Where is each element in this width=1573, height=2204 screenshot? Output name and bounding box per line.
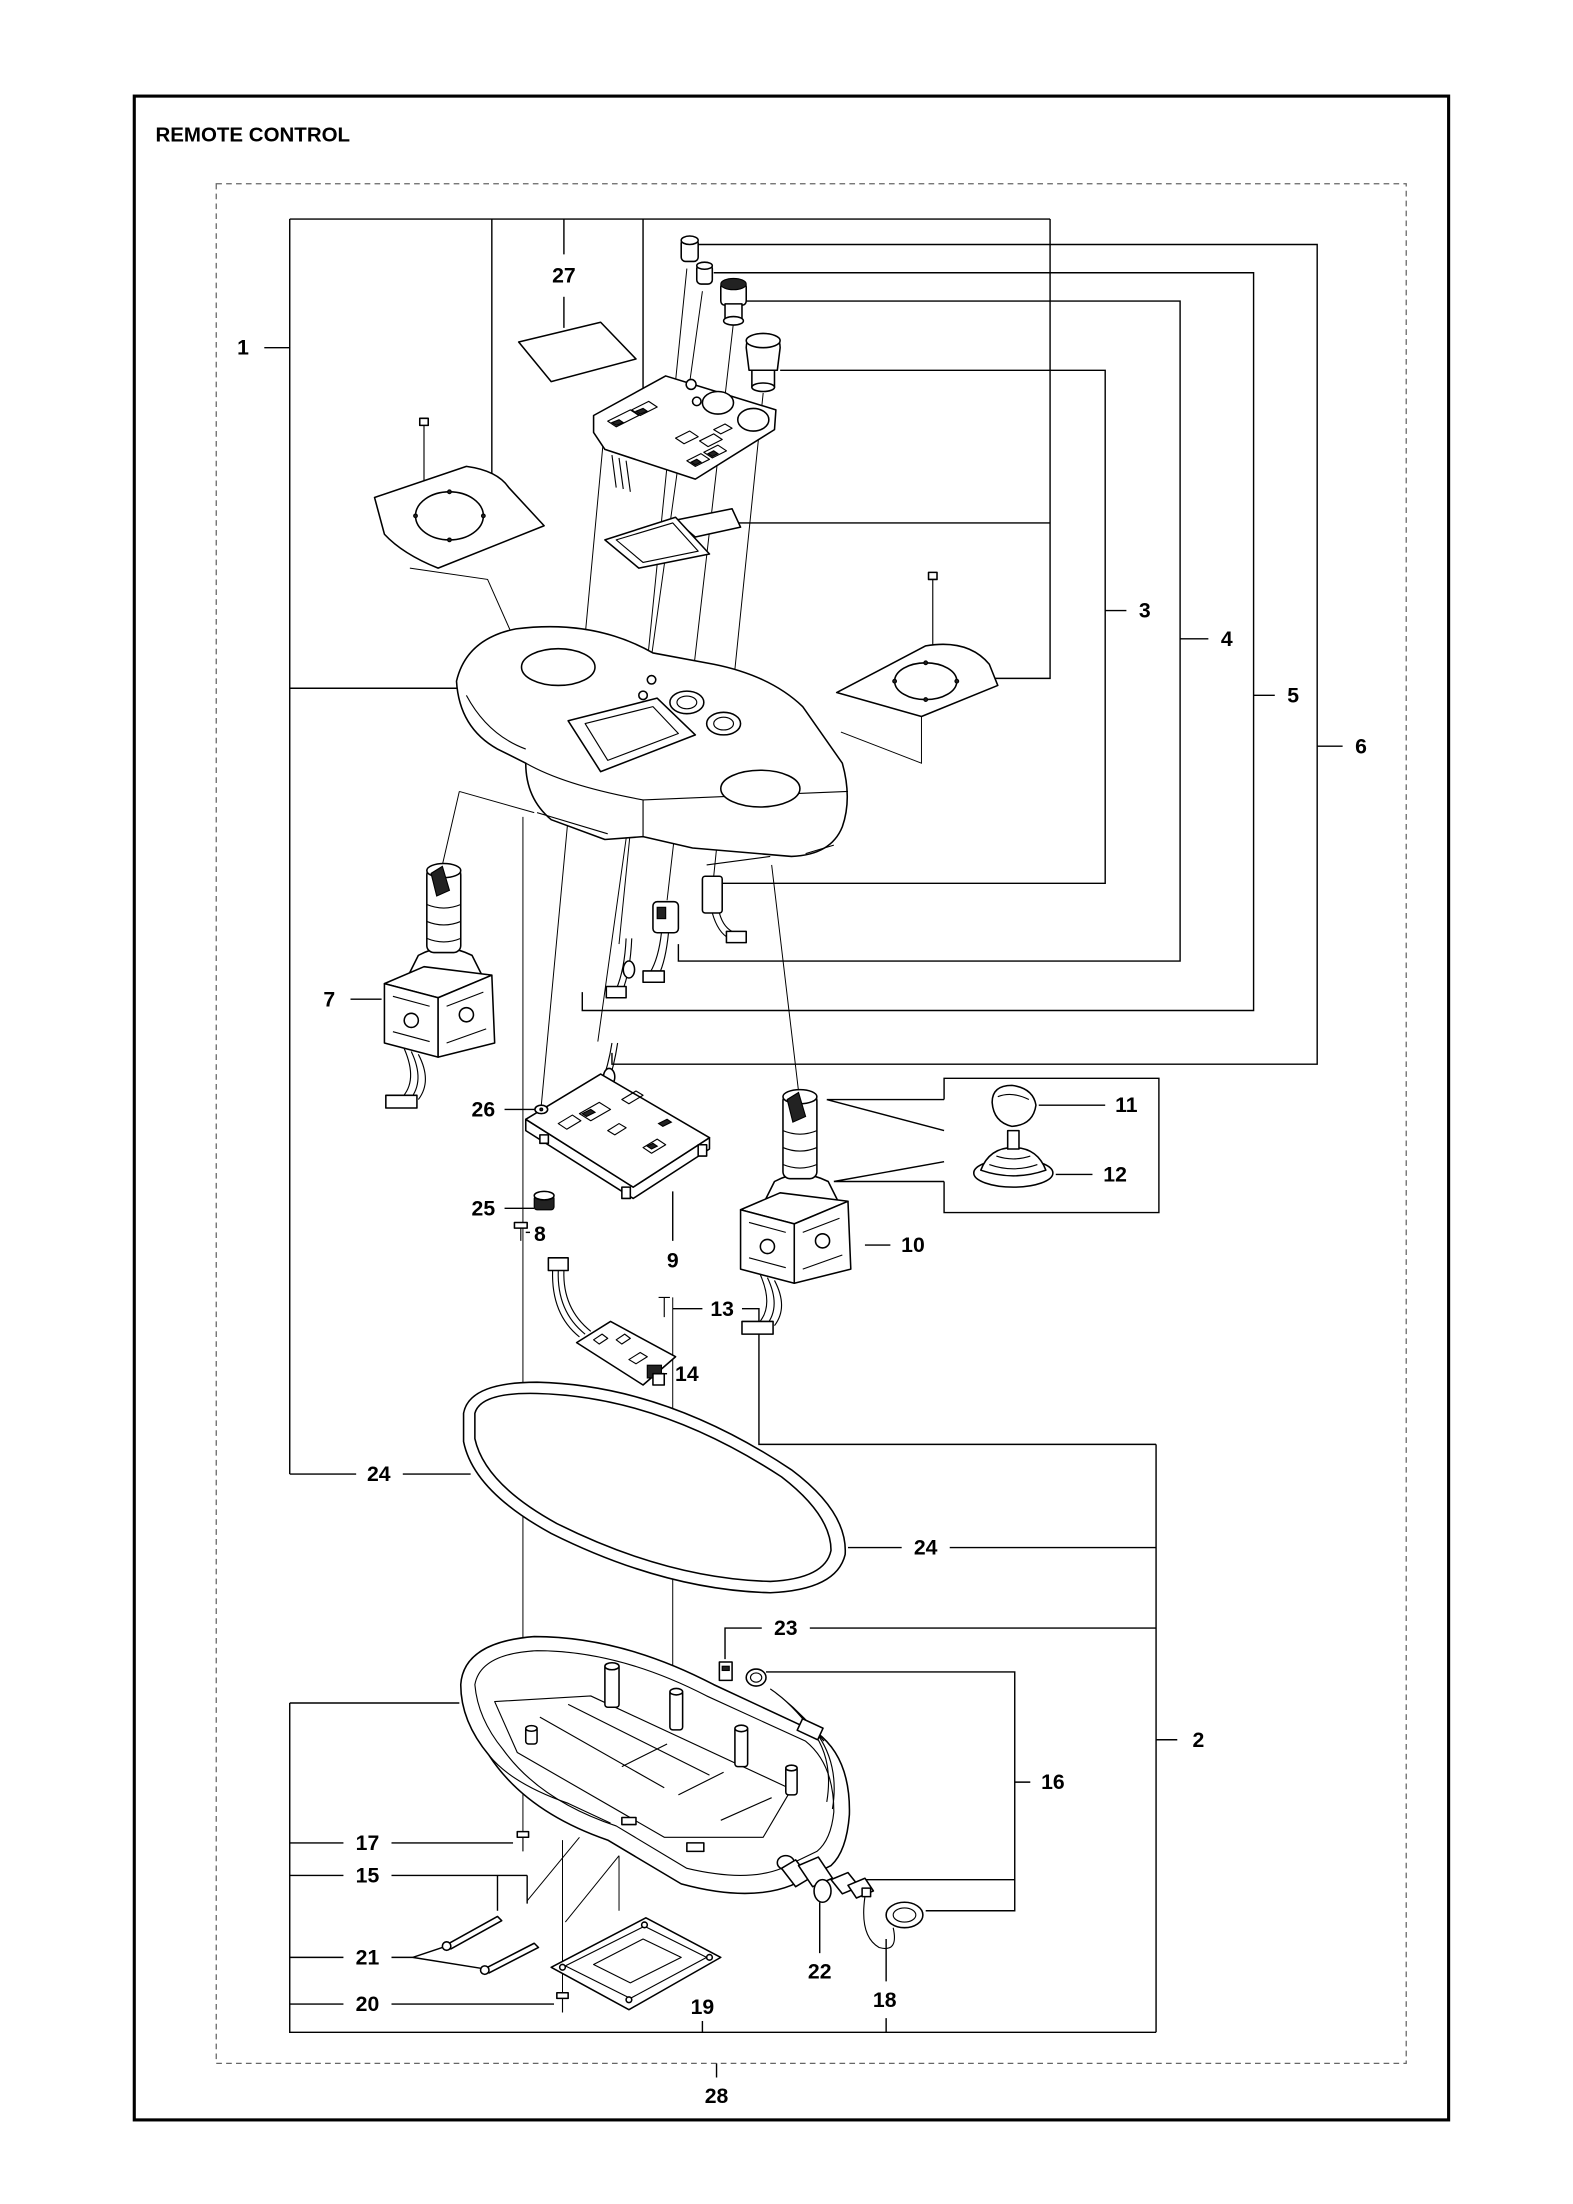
leader-6	[611, 243, 1343, 1065]
screw-13	[658, 1296, 670, 1318]
leader-lines	[264, 218, 1343, 2078]
leader-15	[289, 1874, 528, 1911]
bottom-housing	[459, 1635, 851, 1895]
callout-27: 27	[552, 265, 576, 288]
indicator-cap	[680, 235, 699, 263]
cable-gland	[780, 1856, 875, 1904]
gasket-seal	[462, 1381, 846, 1594]
callout-22: 22	[808, 1961, 832, 1984]
callout-1: 1	[237, 337, 249, 360]
callout-19: 19	[691, 1996, 715, 2019]
callout-8: 8	[534, 1223, 546, 1246]
o-ring	[745, 1668, 767, 1687]
secondary-circuit-board	[547, 1257, 677, 1386]
emergency-stop-button	[745, 332, 781, 393]
callout-3: 3	[1139, 600, 1151, 623]
callout-4: 4	[1221, 628, 1233, 651]
callout-11: 11	[1115, 1094, 1138, 1117]
leader-5	[581, 272, 1275, 1012]
page-title: REMOTE CONTROL	[155, 123, 350, 146]
callout-10: 10	[901, 1234, 925, 1257]
long-screws	[441, 1915, 540, 1976]
protective-cap	[861, 1887, 924, 1949]
callout-6: 6	[1355, 735, 1367, 758]
label-sticker	[517, 321, 637, 383]
callout-5: 5	[1287, 684, 1299, 707]
main-circuit-board	[524, 1073, 711, 1200]
outer-border	[132, 94, 1451, 2122]
leader-bottom-bracket	[289, 1702, 1157, 2033]
callout-2: 2	[1193, 1729, 1205, 1752]
cable-connectors	[568, 875, 747, 1132]
leader-16	[766, 1671, 1031, 1912]
callout-26: 26	[472, 1098, 496, 1121]
callout-21: 21	[356, 1946, 380, 1969]
callout-labels: 1 2 3 4 5 6 7 8 9 10 11 12 13 14 15 16 1…	[237, 265, 1367, 2108]
callout-9: 9	[667, 1250, 679, 1273]
display-window	[604, 508, 742, 569]
screw-8	[513, 1221, 528, 1241]
screw-17	[516, 1830, 530, 1852]
leader-23	[724, 1627, 1157, 1660]
callout-28: 28	[705, 2085, 729, 2108]
washer-26	[534, 1104, 549, 1115]
rotary-knob	[720, 277, 747, 326]
joystick-boot	[972, 1129, 1054, 1188]
callout-12: 12	[1103, 1163, 1127, 1186]
left-side-plate	[373, 417, 545, 569]
callout-16: 16	[1041, 1771, 1065, 1794]
callout-7: 7	[323, 988, 335, 1011]
leader-21	[289, 1945, 484, 1970]
callout-25: 25	[472, 1197, 496, 1220]
part-23	[718, 1661, 733, 1682]
spacer-25	[533, 1190, 555, 1211]
leader-3	[716, 369, 1127, 885]
callout-18: 18	[873, 1989, 897, 2012]
right-side-plate	[835, 571, 999, 718]
screw-20	[556, 1991, 569, 2013]
right-joystick	[739, 1088, 852, 1335]
joystick-knob	[991, 1084, 1037, 1128]
cover-plate	[550, 1917, 722, 2011]
leader-1	[264, 218, 1051, 1475]
callout-13: 13	[710, 1298, 734, 1321]
leader-11-12-box	[826, 1077, 1160, 1214]
switch-cap	[695, 261, 714, 285]
keypad-overlay	[592, 375, 777, 492]
leader-4	[677, 300, 1209, 962]
callout-20: 20	[356, 1993, 380, 2016]
callout-24-right: 24	[914, 1537, 938, 1560]
leader-13	[672, 1307, 1157, 1446]
callout-24-left: 24	[367, 1463, 391, 1486]
left-joystick	[383, 862, 496, 1109]
top-housing	[455, 625, 849, 866]
callout-15: 15	[356, 1864, 380, 1887]
callout-23: 23	[774, 1617, 798, 1640]
callout-17: 17	[356, 1832, 380, 1855]
callout-14: 14	[675, 1363, 699, 1386]
leader-2	[1155, 1444, 1178, 2033]
